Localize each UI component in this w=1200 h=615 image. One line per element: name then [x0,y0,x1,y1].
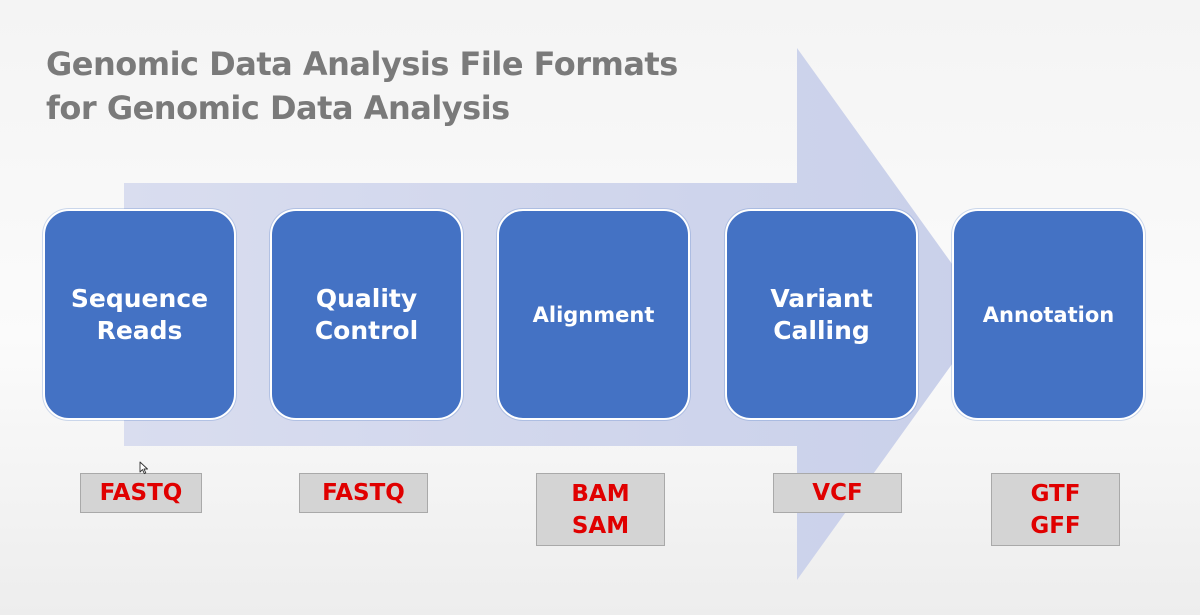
format-label: VCF [812,480,863,506]
format-variant-calling: VCF [773,473,902,513]
step-label: Sequence Reads [70,283,209,345]
title-line-1: Genomic Data Analysis File Formats [46,45,678,83]
format-sequence-reads: FASTQ [80,473,202,513]
format-label: GTF GFF [1030,480,1081,539]
title-line-2: for Genomic Data Analysis [46,89,510,127]
step-label: Alignment [532,302,655,327]
format-quality-control: FASTQ [299,473,428,513]
step-annotation[interactable]: Annotation [952,209,1145,420]
step-label: Quality Control [314,283,419,345]
step-quality-control[interactable]: Quality Control [270,209,463,420]
step-label: Variant Calling [770,283,873,345]
slide-title: Genomic Data Analysis File Formats for G… [46,42,806,130]
mouse-cursor-icon [139,461,148,475]
step-variant-calling[interactable]: Variant Calling [725,209,918,420]
format-label: BAM SAM [571,480,630,539]
format-label: FASTQ [322,480,405,506]
step-label: Annotation [982,302,1115,327]
format-label: FASTQ [99,480,183,506]
format-annotation: GTF GFF [991,473,1120,546]
step-alignment[interactable]: Alignment [497,209,690,420]
format-alignment: BAM SAM [536,473,665,546]
step-sequence-reads[interactable]: Sequence Reads [43,209,236,420]
